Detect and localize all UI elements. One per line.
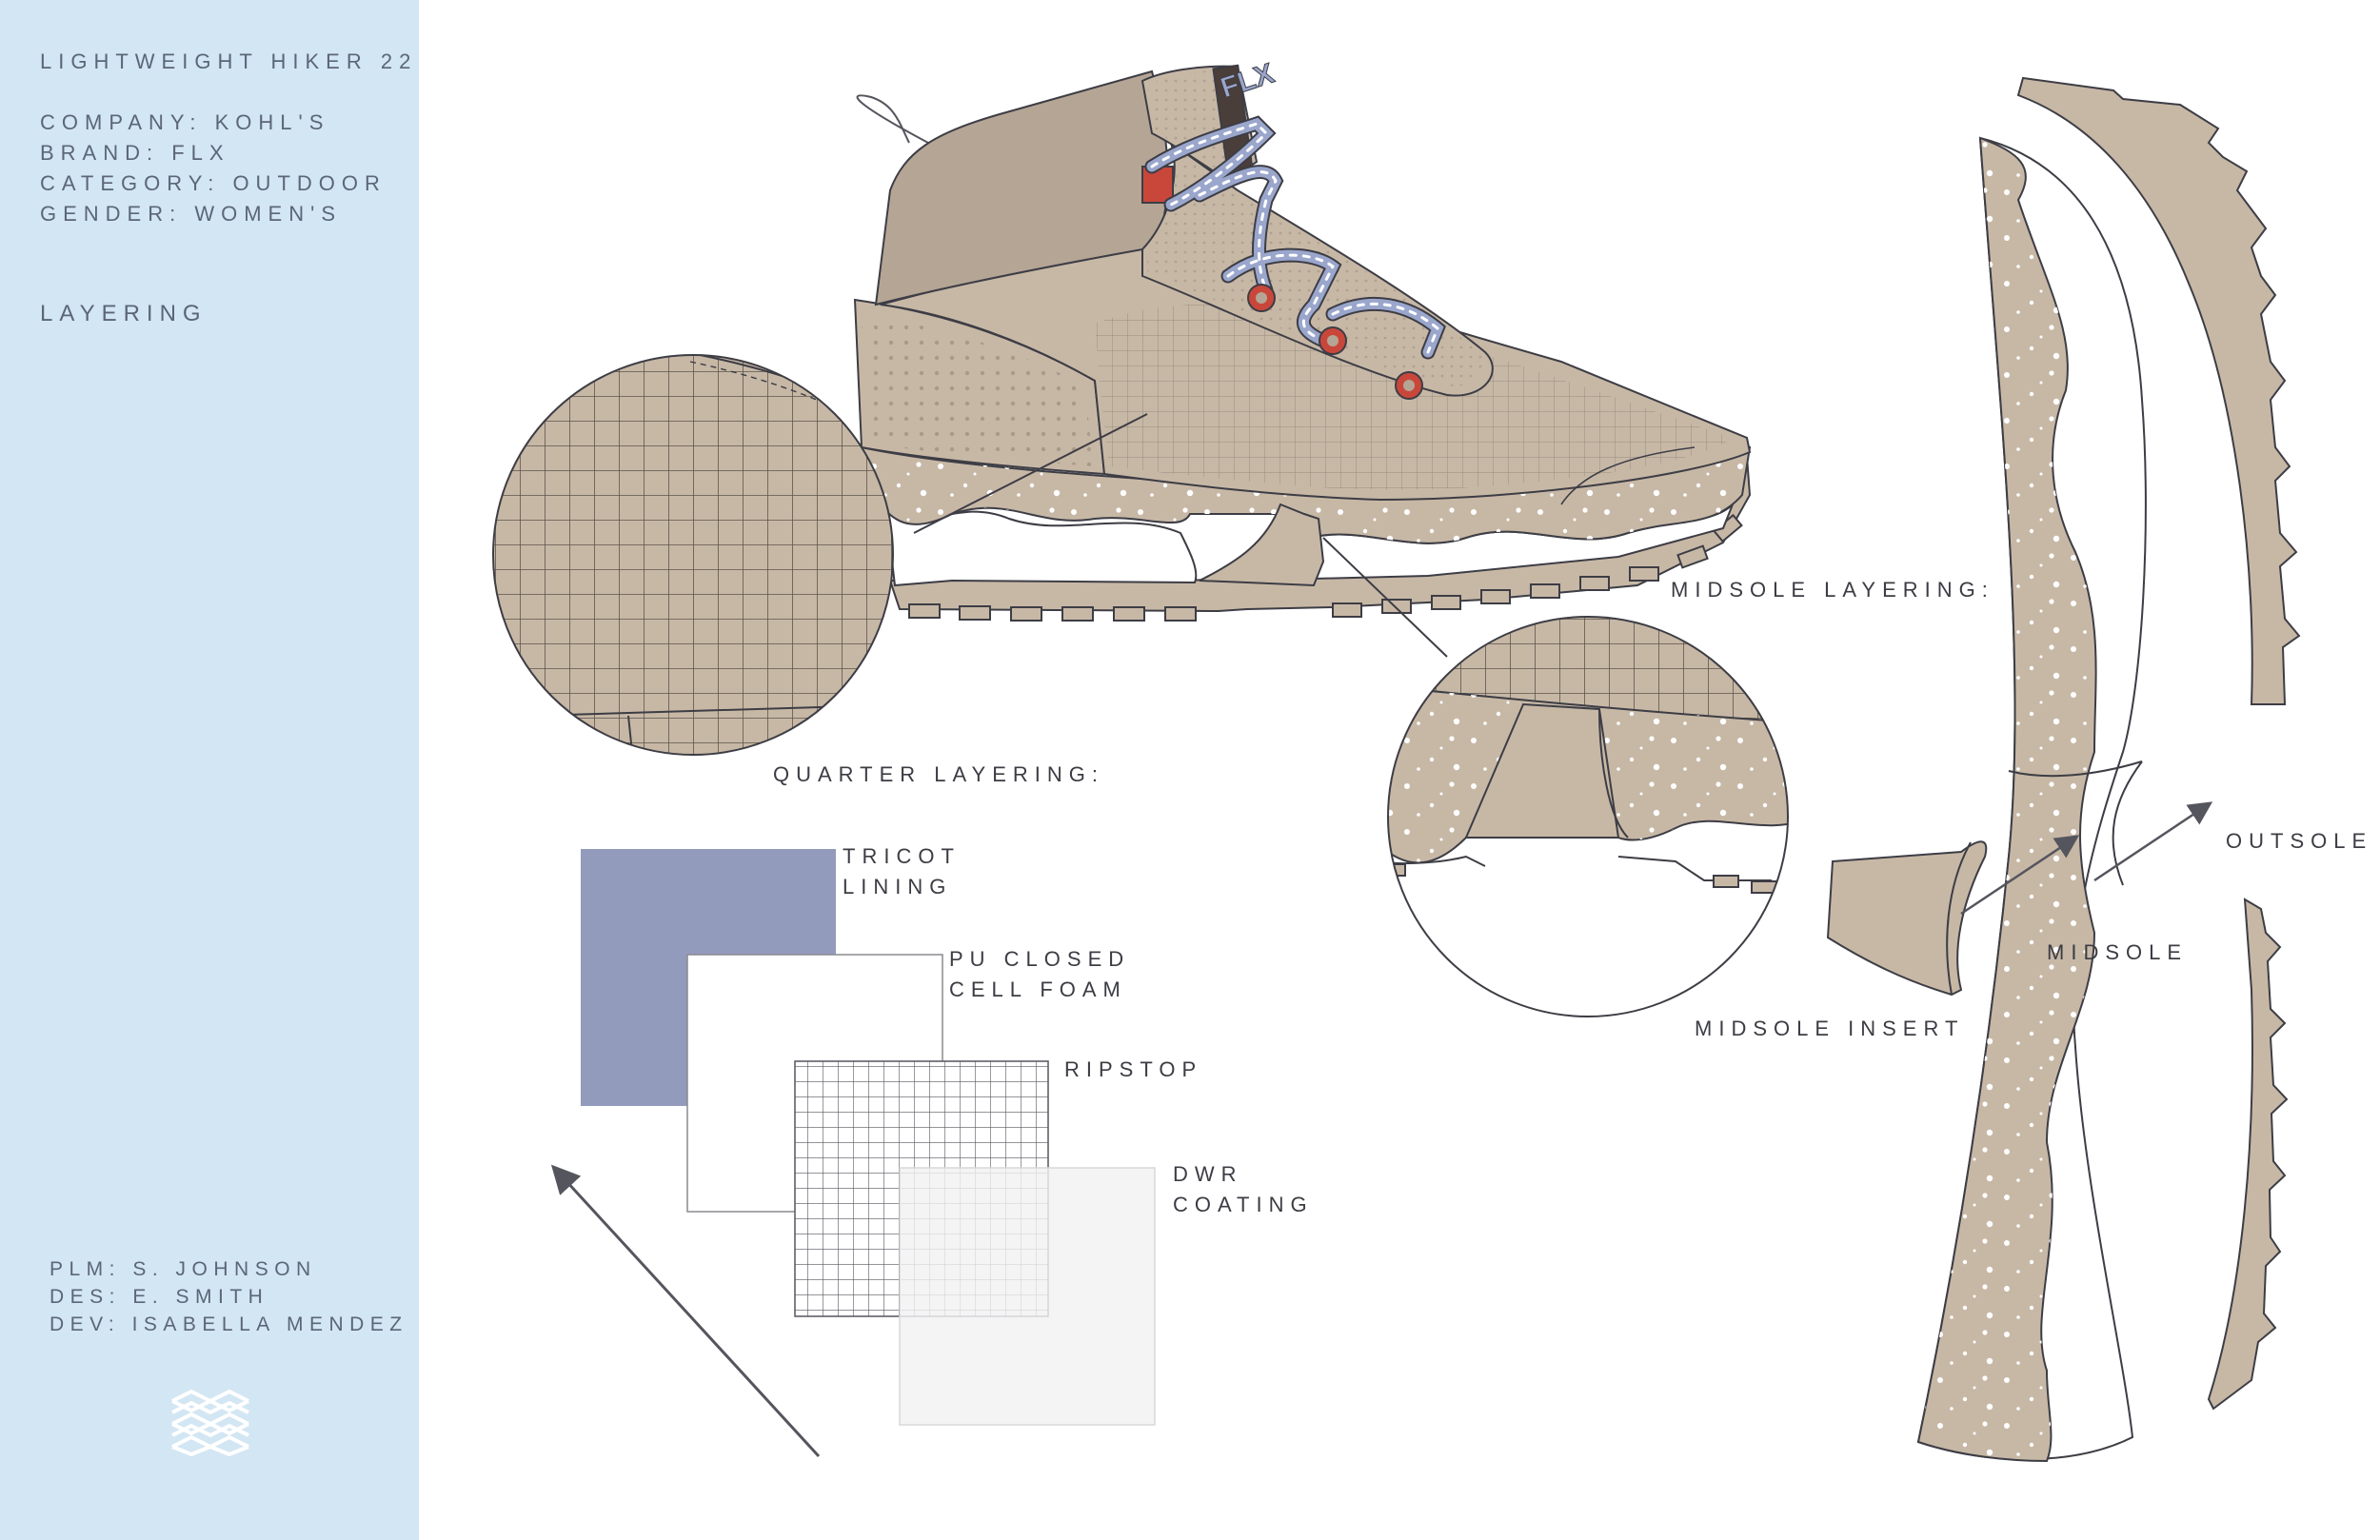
outsole-lugs — [908, 513, 1743, 622]
developer-credit: DEV: ISABELLA MENDEZ — [50, 1313, 408, 1335]
layering-arrow — [550, 1164, 821, 1458]
midsole-insert-label: MIDSOLE INSERT — [1695, 1017, 1965, 1040]
midsole-label: MIDSOLE — [2047, 940, 2189, 964]
outsole-piece-lower — [2207, 898, 2289, 1411]
layer-label-dwr: DWR COATING — [1173, 1159, 1314, 1220]
heel-pull-loop — [856, 94, 929, 144]
layer-swatches — [550, 849, 1156, 1458]
exploded-midsole — [1826, 76, 2301, 1463]
info-sidebar: LIGHTWEIGHT HIKER 22 COMPANY: KOHL'S BRA… — [0, 0, 419, 1540]
midsole-insert-piece — [1826, 840, 1988, 997]
section-label: LAYERING — [40, 301, 208, 326]
brand-label: BRAND: FLX — [40, 141, 230, 165]
category-label: CATEGORY: OUTDOOR — [40, 171, 387, 195]
tongue-logo: FLX — [1217, 58, 1278, 105]
layer-label-line2: LINING — [843, 875, 953, 898]
layer-label-line1: PU CLOSED — [949, 947, 1131, 971]
layer-label-line1: DWR — [1173, 1162, 1243, 1186]
plm-credit: PLM: S. JOHNSON — [50, 1258, 317, 1280]
midsole-insert — [1199, 503, 1325, 587]
midsole-layering-label: MIDSOLE LAYERING: — [1671, 578, 1994, 602]
designer-credit: DES: E. SMITH — [50, 1286, 269, 1308]
quarter-magnifier — [492, 354, 894, 756]
layer-label-pu-foam: PU CLOSED CELL FOAM — [949, 944, 1130, 1005]
midsole-magnifier — [1387, 616, 1789, 1017]
sheet-title: LIGHTWEIGHT HIKER 22 — [40, 49, 418, 73]
layer-label-line1: TRICOT — [843, 844, 961, 868]
pull-tab — [1141, 166, 1174, 204]
gender-label: GENDER: WOMEN'S — [40, 202, 342, 226]
layer-label-line2: COATING — [1173, 1193, 1314, 1216]
outsole-piece-upper — [2016, 76, 2301, 705]
quarter-layering-label: QUARTER LAYERING: — [773, 762, 1105, 786]
shoe-illustration: FLX — [853, 57, 1752, 658]
outsole-label: OUTSOLE — [2226, 829, 2373, 853]
brand-logo-icon — [171, 1390, 249, 1456]
layer-label-tricot: TRICOT LINING — [843, 841, 961, 902]
eyelets — [1247, 284, 1423, 400]
company-label: COMPANY: KOHL'S — [40, 110, 330, 134]
layer-label-ripstop: RIPSTOP — [1064, 1055, 1202, 1085]
dwr-coating-swatch — [899, 1167, 1156, 1426]
layer-label-line1: RIPSTOP — [1064, 1057, 1203, 1081]
laces — [1144, 115, 1446, 360]
layer-label-line2: CELL FOAM — [949, 977, 1127, 1001]
